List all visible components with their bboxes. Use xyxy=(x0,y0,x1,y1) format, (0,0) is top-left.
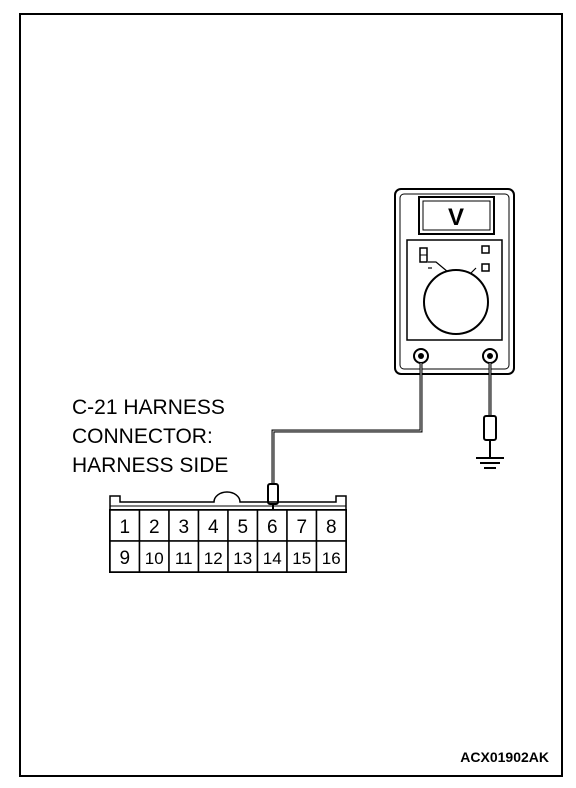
connector-pin-cell xyxy=(227,540,259,573)
connector-pin-number: 11 xyxy=(175,549,193,568)
connector-label: C-21 HARNESS CONNECTOR: HARNESS SIDE xyxy=(72,396,228,477)
connector-pin-number: 14 xyxy=(263,549,282,568)
connector-pin-number: 16 xyxy=(322,549,341,568)
probe-tip xyxy=(267,483,279,505)
connector-pin-number: 15 xyxy=(292,549,311,568)
connector-housing xyxy=(109,491,347,510)
figure-code: ACX01902AK xyxy=(460,749,549,765)
mode-indicator-icon xyxy=(481,263,490,272)
negative-test-lead xyxy=(476,363,504,469)
range-tick-line xyxy=(428,261,449,273)
connector-pin-number: 3 xyxy=(178,517,189,538)
voltmeter-body-inner xyxy=(399,193,510,370)
connector-pin-number: 5 xyxy=(237,517,248,538)
connector-label-line1: C-21 HARNESS xyxy=(72,396,225,419)
voltmeter-display-symbol: V xyxy=(448,204,464,231)
voltmeter-face-panel xyxy=(406,239,503,341)
voltmeter-display xyxy=(418,196,495,235)
connector-pin-number: 13 xyxy=(233,549,252,568)
connector-label-line2: CONNECTOR: xyxy=(72,425,213,448)
ground-clip xyxy=(483,415,497,441)
voltmeter-display-inner xyxy=(422,200,491,231)
selector-dial xyxy=(423,269,489,335)
connector-pin-number: 1 xyxy=(119,517,130,538)
connector-pin-number: 4 xyxy=(208,517,219,538)
connector-pin-cell xyxy=(315,540,347,573)
connector-pin-cell xyxy=(109,540,141,573)
figure-border xyxy=(19,13,563,777)
connector-pin-cell xyxy=(286,509,318,542)
connector-pin-number: 6 xyxy=(267,517,278,538)
connector-pin-number: 8 xyxy=(326,517,337,538)
connector-pin-number: 7 xyxy=(296,517,307,538)
positive-test-lead xyxy=(267,363,423,512)
voltmeter: V xyxy=(394,188,515,375)
connector-pin-cell xyxy=(286,540,318,573)
connector-label-line3: HARNESS SIDE xyxy=(72,454,228,477)
connector-pin-number: 9 xyxy=(119,548,130,569)
connector-pin-number: 2 xyxy=(149,517,160,538)
connector-pin-number: 10 xyxy=(145,549,164,568)
connector-pin-cell xyxy=(138,540,170,573)
ground-icon xyxy=(476,457,504,469)
connector-pin-number: 12 xyxy=(204,549,223,568)
connector-pin-cell xyxy=(315,509,347,542)
mode-indicator-icon xyxy=(481,245,490,254)
